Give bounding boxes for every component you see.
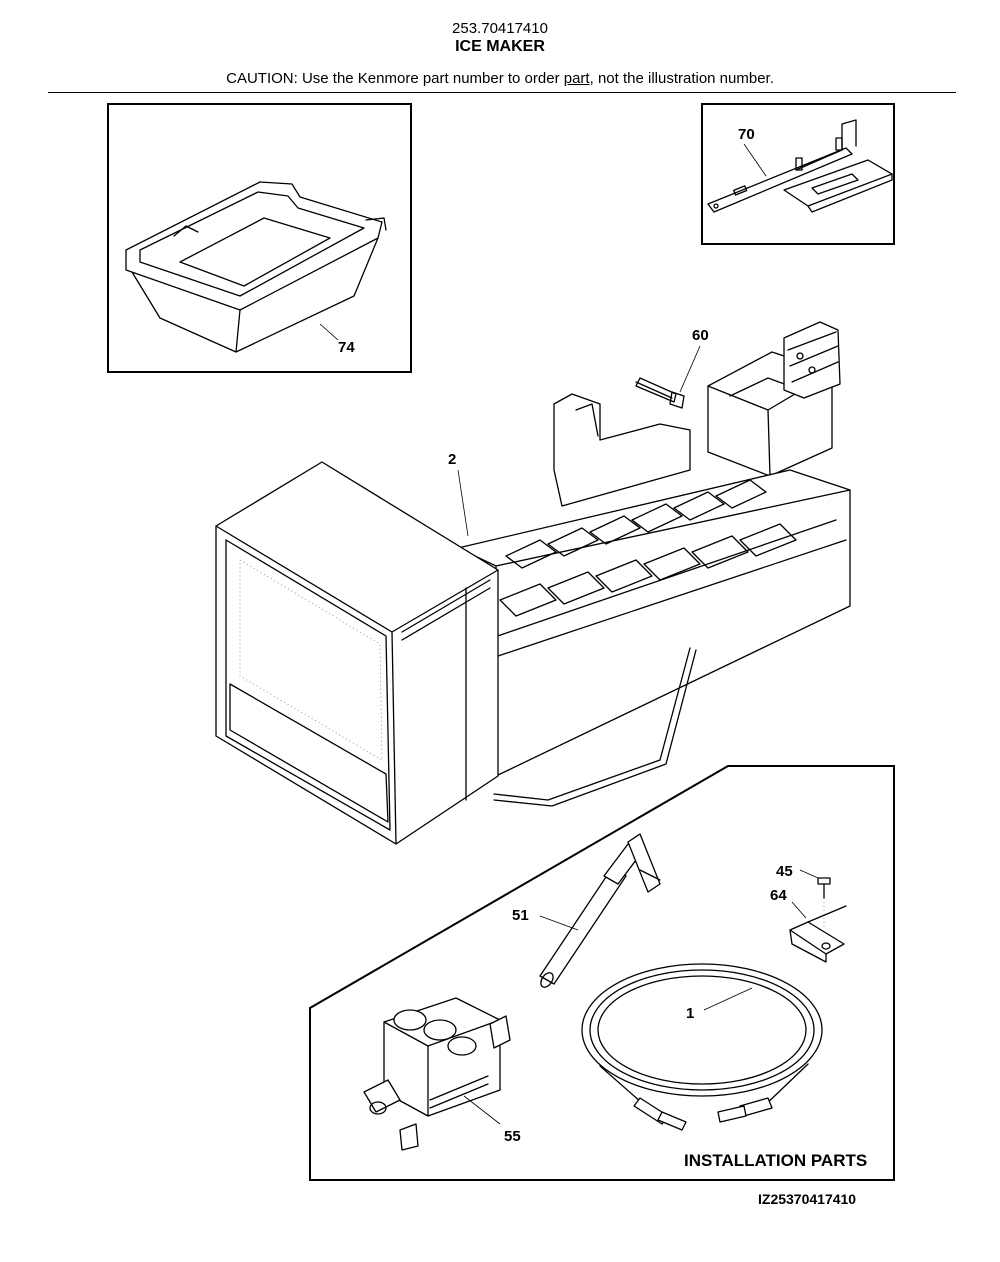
diagram-title: ICE MAKER xyxy=(455,38,545,55)
ice-bucket-callout: 74 xyxy=(338,339,355,356)
ice-bucket-inset: 74 xyxy=(107,103,412,373)
screw-leader xyxy=(679,345,701,393)
caution-prefix: CAUTION: Use the Kenmore part number to … xyxy=(226,70,564,87)
fill-tube-leader xyxy=(539,915,579,931)
clamp-illustration xyxy=(789,905,847,963)
water-tubing-callout: 1 xyxy=(686,1005,694,1022)
fill-tube-callout: 51 xyxy=(512,907,529,924)
screw-callout: 60 xyxy=(692,327,709,344)
installation-parts-frame xyxy=(309,765,895,1181)
fill-tube-illustration xyxy=(539,833,661,988)
small-screw-leader xyxy=(799,869,819,879)
bracket-leader xyxy=(743,143,767,177)
clamp-leader xyxy=(791,901,807,919)
reference-code: IZ25370417410 xyxy=(758,1191,856,1207)
ice-bucket-illustration xyxy=(125,181,387,353)
caution-underlined-word: part xyxy=(563,70,590,87)
mold-cavities xyxy=(485,479,847,661)
caution-note: CAUTION: Use the Kenmore part number to … xyxy=(0,70,1000,87)
bracket-frame xyxy=(701,103,895,245)
installation-parts-panel: 45 64 51 xyxy=(309,765,895,1181)
model-number: 253.70417410 xyxy=(452,20,548,37)
ice-maker-assembly-illustration xyxy=(215,321,851,845)
water-valve-illustration xyxy=(363,997,511,1151)
installation-parts-label: INSTALLATION PARTS xyxy=(684,1151,867,1170)
water-valve-leader xyxy=(463,1095,501,1125)
mounting-bracket-illustration xyxy=(707,119,893,213)
assembly-callout: 2 xyxy=(448,451,456,468)
bracket-inset: 70 xyxy=(701,103,895,245)
small-screw-illustration xyxy=(817,877,831,930)
water-tubing-illustration xyxy=(581,963,823,1131)
caution-suffix: , not the illustration number. xyxy=(589,70,774,87)
header-rule xyxy=(48,92,956,93)
clamp-callout: 64 xyxy=(770,887,787,904)
ice-bucket-leader xyxy=(319,323,339,341)
screw-illustration xyxy=(635,377,685,409)
small-screw-callout: 45 xyxy=(776,863,793,880)
water-valve-callout: 55 xyxy=(504,1128,521,1145)
water-tubing-leader xyxy=(703,987,753,1011)
assembly-leader xyxy=(457,469,469,537)
bracket-callout: 70 xyxy=(738,126,755,143)
ice-bucket-frame xyxy=(107,103,412,373)
